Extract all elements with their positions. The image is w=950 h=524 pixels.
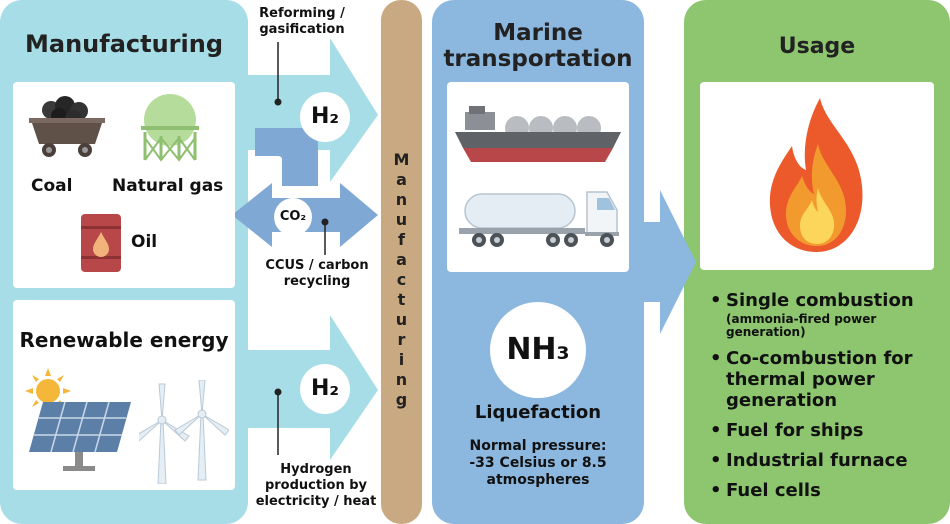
manufacturing-bar: Manufacturing — [381, 0, 422, 524]
ccus-label: CCUS / carbon recycling — [265, 258, 369, 289]
oil-label: Oil — [131, 232, 158, 252]
flame-icon — [769, 98, 863, 252]
usage-item: Single combustion(ammonia-fired power ge… — [704, 290, 944, 339]
solar-panel-icon — [29, 401, 131, 471]
co2-circle: CO₂ — [274, 198, 312, 236]
tanker-truck-icon — [459, 191, 619, 247]
ammonia-circle: NH₃ — [490, 302, 586, 398]
reforming-label: Reforming / gasification — [259, 6, 345, 37]
gas-tank-icon — [141, 94, 199, 162]
fossil-fuels-box: Coal Natural gas Oil — [13, 82, 235, 288]
usage-list: Single combustion(ammonia-fired power ge… — [704, 290, 944, 510]
renewable-energy-box: Renewable energy — [13, 300, 235, 490]
manufacturing-title: Manufacturing — [25, 30, 223, 58]
usage-item: Industrial furnace — [704, 450, 944, 471]
coal-label: Coal — [31, 176, 73, 196]
hydrogen-circle-bottom: H₂ — [300, 364, 350, 414]
natural-gas-label: Natural gas — [112, 176, 224, 196]
usage-item: Fuel cells — [704, 480, 944, 501]
hydrogen-circle-top: H₂ — [300, 92, 350, 142]
wind-turbine-icon — [139, 380, 229, 484]
coal-cart-icon — [29, 96, 105, 157]
hydrogen-production-label: Hydrogen production by electricity / hea… — [255, 462, 377, 509]
renewable-energy-title: Renewable energy — [19, 328, 229, 352]
flame-box — [700, 82, 934, 270]
oil-barrel-icon — [81, 214, 121, 272]
marine-transportation-title: Marine transportation — [443, 20, 633, 72]
transport-vehicles-box — [447, 82, 629, 272]
transport-arrow — [644, 190, 696, 334]
usage-title: Usage — [778, 34, 856, 59]
usage-item: Fuel for ships — [704, 420, 944, 441]
manufacturing-bar-label: Manufacturing — [392, 150, 411, 410]
usage-item: Co-combustion for thermal power generati… — [704, 348, 944, 411]
liquefaction-conditions: Normal pressure: -33 Celsius or 8.5 atmo… — [469, 438, 607, 488]
lng-ship-icon — [455, 106, 621, 162]
liquefaction-label: Liquefaction — [474, 402, 602, 423]
co2-pipe — [255, 128, 318, 186]
